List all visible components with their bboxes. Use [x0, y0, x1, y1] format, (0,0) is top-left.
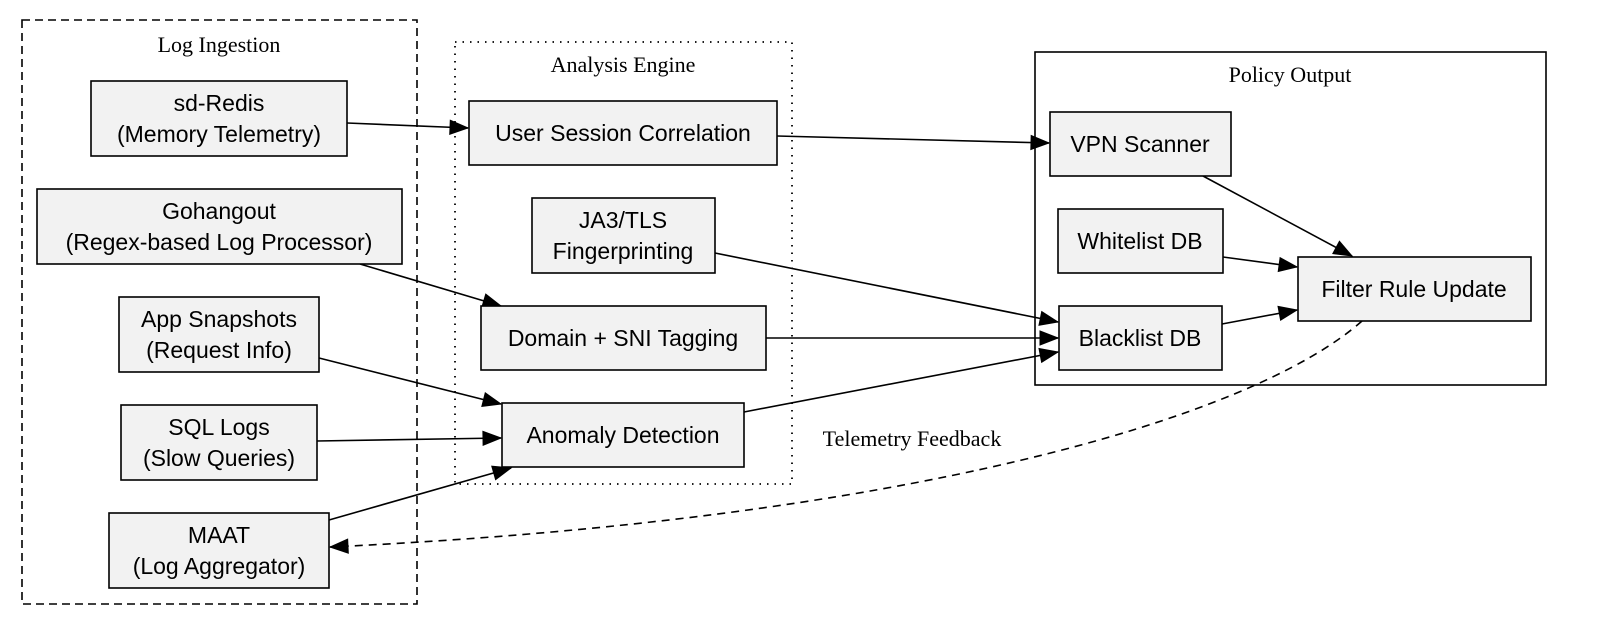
node-user-session-correlation[interactable]: User Session Correlation: [468, 100, 778, 166]
edge-sd-redis-to-user-session: [346, 122, 469, 129]
cluster-title-analysis-engine: Analysis Engine: [551, 52, 696, 77]
edge-anomaly-to-blacklist: [743, 351, 1059, 413]
svg-text:MAAT: MAAT: [188, 522, 250, 548]
edge-filter-rule-to-maat: [329, 320, 1363, 548]
node-vpn-scanner[interactable]: VPN Scanner: [1049, 111, 1232, 177]
svg-text:sd-Redis: sd-Redis: [174, 90, 265, 116]
svg-text:Anomaly Detection: Anomaly Detection: [526, 422, 719, 448]
edge-maat-to-anomaly: [328, 467, 512, 521]
svg-text:VPN Scanner: VPN Scanner: [1070, 131, 1210, 157]
svg-text:(Log Aggregator): (Log Aggregator): [133, 553, 306, 579]
svg-text:(Request Info): (Request Info): [146, 337, 292, 363]
arrowhead: [328, 538, 349, 554]
arrowhead: [449, 119, 470, 135]
arrowhead: [1030, 134, 1051, 151]
edge-gohangout-to-domain-sni: [359, 263, 502, 307]
cluster-title-log-ingestion: Log Ingestion: [158, 32, 281, 57]
node-sql-logs[interactable]: SQL Logs (Slow Queries): [120, 404, 318, 481]
svg-text:SQL Logs: SQL Logs: [168, 414, 269, 440]
cluster-policy-output: Policy Output: [1034, 51, 1547, 386]
arrowhead: [1039, 330, 1060, 346]
node-anomaly-detection[interactable]: Anomaly Detection: [501, 402, 745, 468]
node-domain-sni-tagging[interactable]: Domain + SNI Tagging: [480, 305, 767, 371]
svg-text:User Session Correlation: User Session Correlation: [495, 120, 751, 146]
cluster-log-ingestion: Log Ingestion: [21, 19, 418, 605]
edge-ja3-tls-to-blacklist: [714, 252, 1059, 323]
node-app-snapshots[interactable]: App Snapshots (Request Info): [118, 296, 320, 373]
arrowhead: [481, 391, 503, 407]
cluster-analysis-engine: Analysis Engine: [454, 41, 793, 485]
edge-app-snapshots-to-anomaly: [318, 357, 502, 405]
svg-text:Blacklist DB: Blacklist DB: [1079, 325, 1202, 351]
edge-vpn-scanner-to-filter-rule: [1202, 175, 1353, 257]
node-maat[interactable]: MAAT (Log Aggregator): [108, 512, 330, 589]
edge-user-session-to-vpn-scanner: [776, 135, 1050, 144]
edge-label-telemetry-feedback: Telemetry Feedback: [823, 426, 1002, 451]
node-sd-redis[interactable]: sd-Redis (Memory Telemetry): [90, 80, 348, 157]
node-gohangout[interactable]: Gohangout (Regex-based Log Processor): [36, 188, 403, 265]
svg-text:(Regex-based Log Processor): (Regex-based Log Processor): [66, 229, 373, 255]
cluster-title-policy-output: Policy Output: [1229, 62, 1352, 87]
edge-sql-logs-to-anomaly: [316, 437, 502, 442]
edges: [316, 119, 1363, 554]
node-whitelist-db[interactable]: Whitelist DB: [1057, 208, 1224, 274]
node-blacklist-db[interactable]: Blacklist DB: [1058, 305, 1223, 371]
arrowhead: [1038, 347, 1060, 364]
arrowhead: [491, 465, 513, 481]
svg-text:App Snapshots: App Snapshots: [141, 306, 297, 332]
arrowhead: [482, 430, 503, 447]
svg-text:Gohangout: Gohangout: [162, 198, 276, 224]
svg-text:Domain + SNI Tagging: Domain + SNI Tagging: [508, 325, 738, 351]
arrowhead: [1277, 256, 1299, 273]
svg-text:Fingerprinting: Fingerprinting: [553, 238, 694, 264]
svg-text:Filter Rule Update: Filter Rule Update: [1321, 276, 1506, 302]
arrowhead: [1332, 240, 1354, 257]
arrowhead: [1277, 305, 1299, 321]
arrowhead: [1038, 310, 1060, 326]
svg-text:(Slow Queries): (Slow Queries): [143, 445, 295, 471]
svg-text:Whitelist DB: Whitelist DB: [1077, 228, 1202, 254]
node-filter-rule-update[interactable]: Filter Rule Update: [1297, 256, 1532, 322]
svg-text:JA3/TLS: JA3/TLS: [579, 207, 667, 233]
node-ja3-tls-fingerprinting[interactable]: JA3/TLS Fingerprinting: [531, 197, 716, 274]
svg-text:(Memory Telemetry): (Memory Telemetry): [117, 121, 321, 147]
